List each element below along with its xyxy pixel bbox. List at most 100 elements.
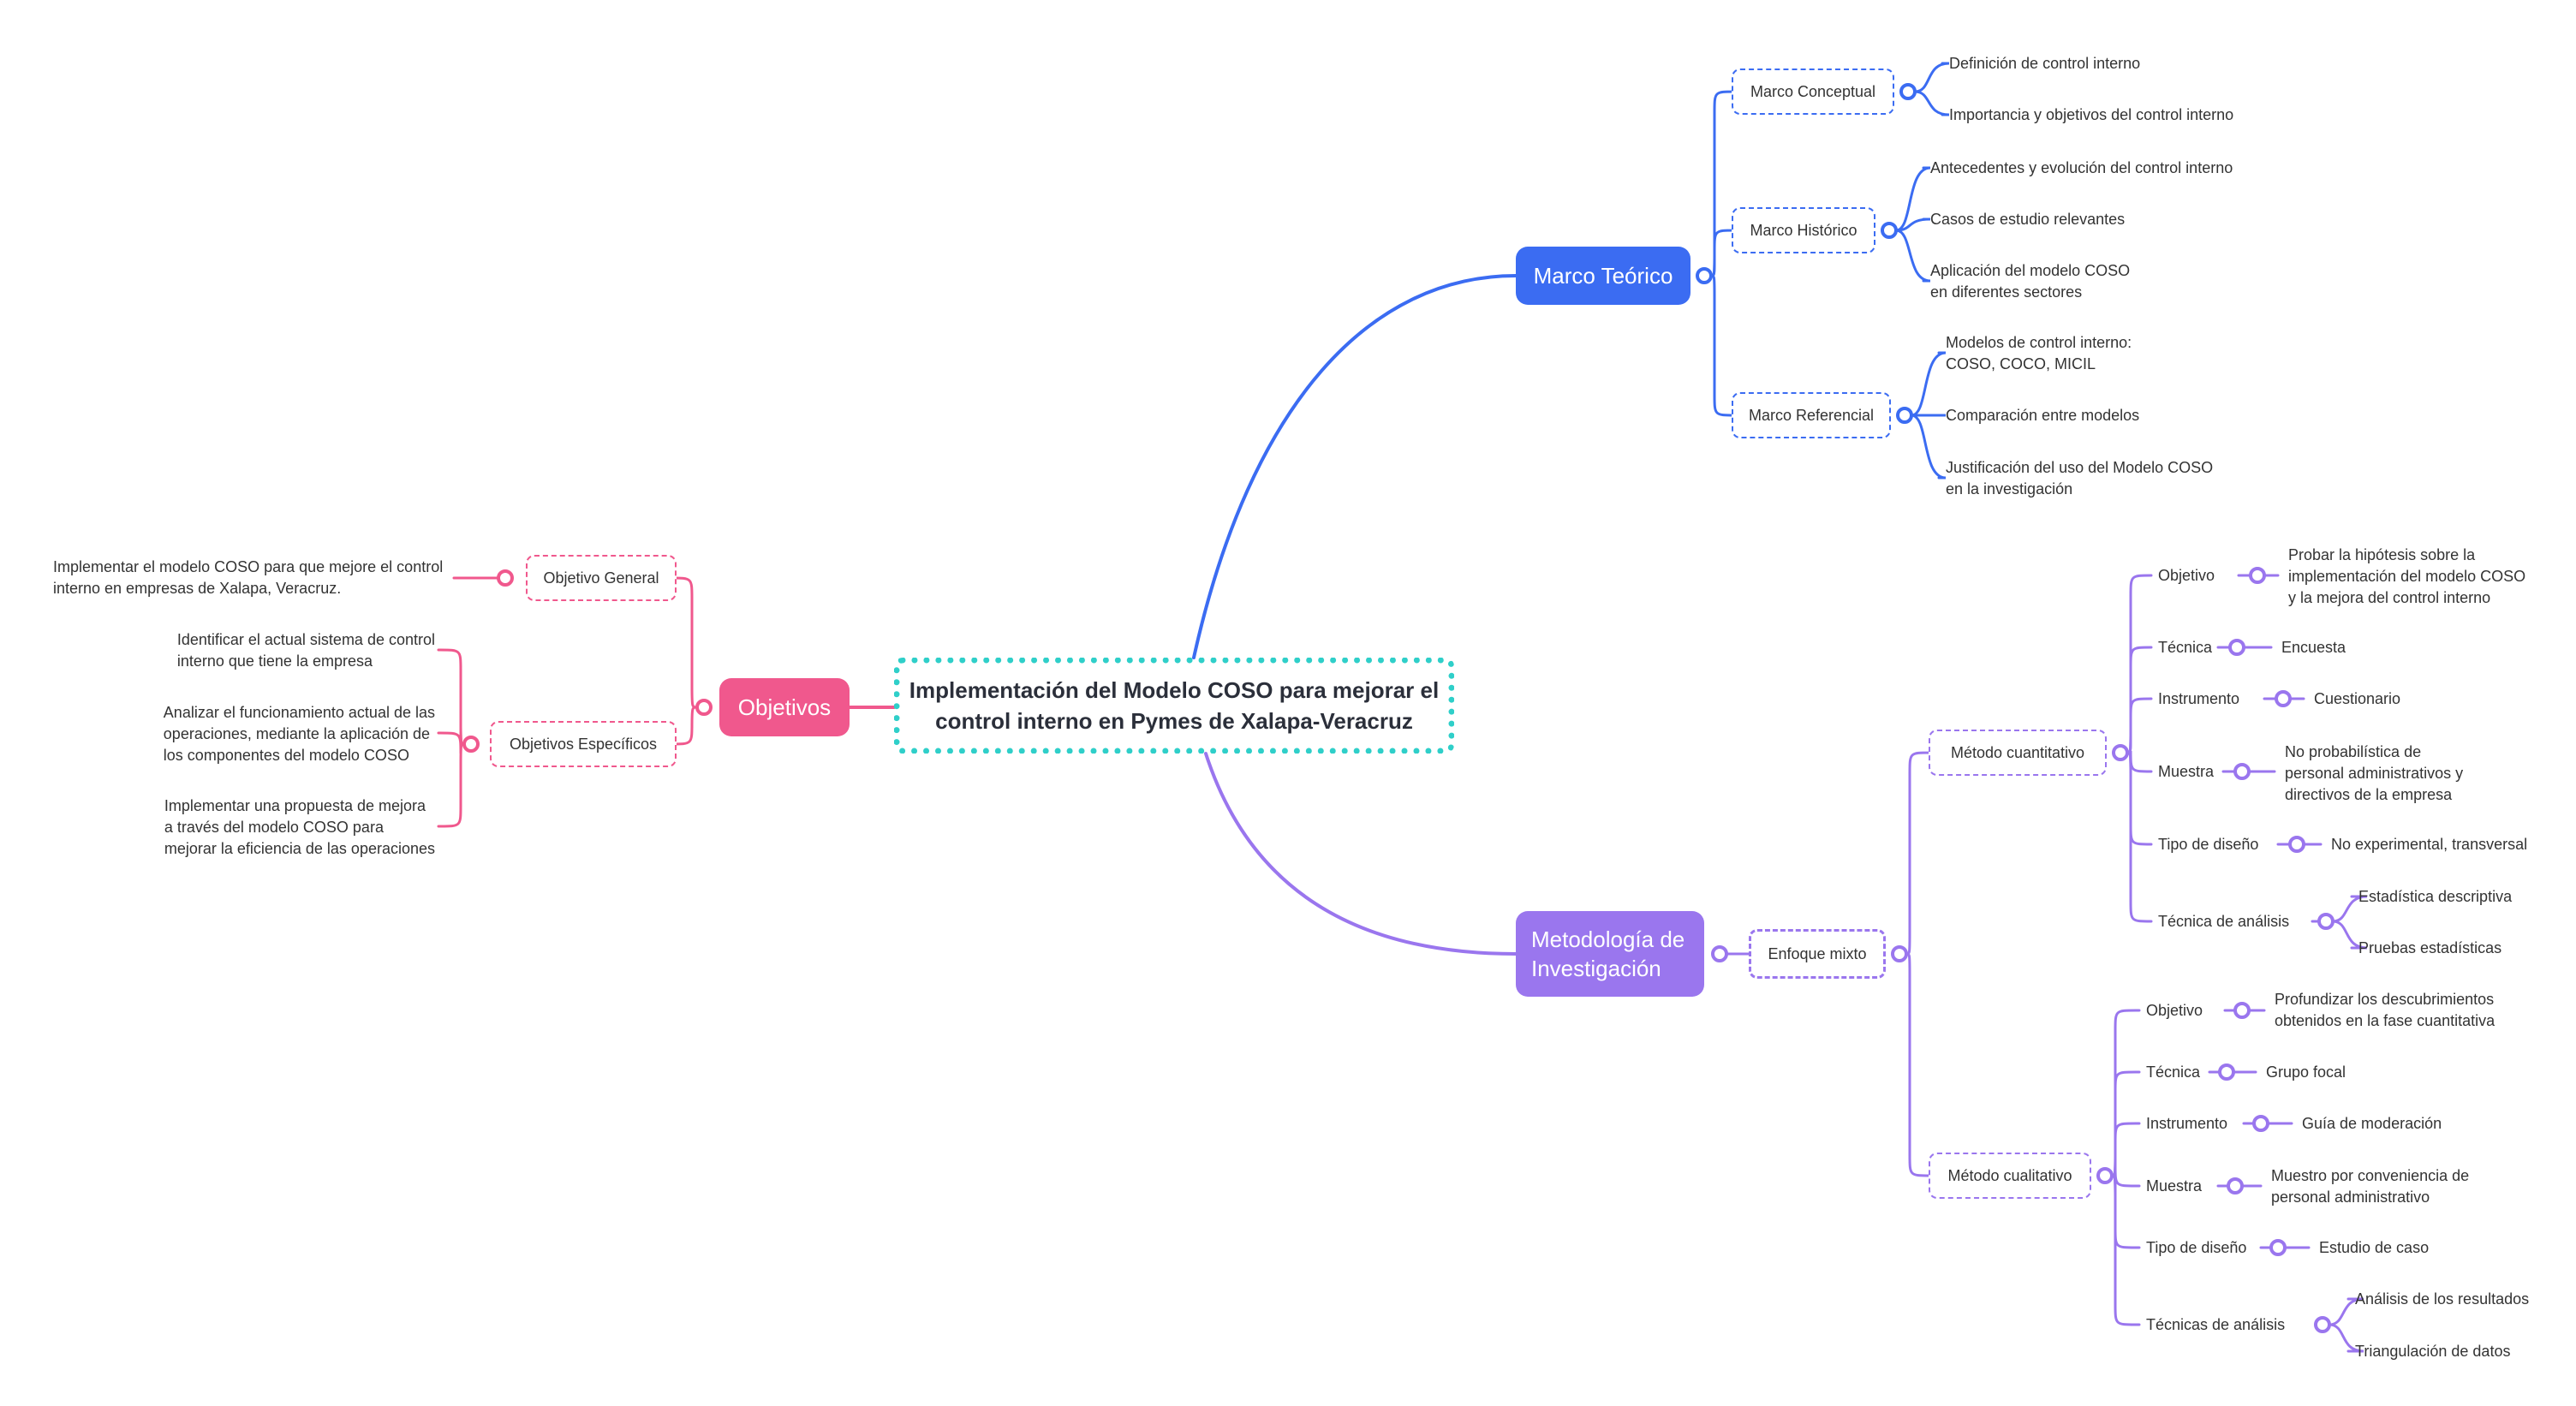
branch-label: Muestra [2158, 763, 2215, 780]
branch-label: Técnica [2146, 1063, 2201, 1081]
subtopic-enfoque-mixto[interactable]: Enfoque mixto [1749, 929, 1886, 979]
topic-marco-teorico[interactable]: Marco Teórico [1516, 247, 1690, 305]
topic-metodologia[interactable]: Metodología de Investigación [1516, 911, 1704, 997]
collapse-toggle-icon[interactable] [1711, 945, 1728, 962]
connector-line [1910, 351, 1947, 417]
connector-line [671, 576, 699, 709]
subtopic-metodo-cualitativo[interactable]: Método cualitativo [1929, 1153, 2091, 1199]
connector-line [1894, 166, 1931, 232]
subtopic-label: Método cualitativo [1947, 1166, 2072, 1184]
leaf-text: Grupo focal [2266, 1063, 2346, 1081]
subtopic-label: Marco Histórico [1750, 221, 1857, 239]
leaf-text: No probabilística de personal administra… [2285, 743, 2464, 803]
connector-line [1894, 217, 1931, 232]
subtopic-label: Enfoque mixto [1768, 944, 1867, 962]
collapse-toggle-icon[interactable] [2218, 1063, 2235, 1081]
collapse-toggle-icon[interactable] [2314, 1316, 2331, 1333]
topic-objetivos[interactable]: Objetivos [719, 678, 850, 736]
subtopic-label: Método cuantitativo [1950, 743, 2085, 761]
collapse-toggle-icon[interactable] [2233, 1002, 2251, 1019]
branch-label: Técnica [2158, 639, 2213, 656]
subtopic-label: Marco Referencial [1748, 406, 1875, 424]
collapse-toggle-icon[interactable] [2288, 836, 2305, 853]
subtopic-marco-historico[interactable]: Marco Histórico [1732, 207, 1875, 253]
connector-line [1913, 90, 1950, 116]
branch-label: Objetivo [2146, 1002, 2203, 1019]
leaf-text: Implementar el modelo COSO para que mejo… [53, 558, 444, 597]
leaf-text: Probar la hipótesis sobre la implementac… [2288, 546, 2526, 606]
collapse-toggle-icon[interactable] [1896, 407, 1913, 424]
collapse-toggle-icon[interactable] [2252, 1115, 2269, 1132]
leaf-text: Estadística descriptiva [2358, 888, 2513, 905]
collapse-toggle-icon[interactable] [695, 699, 713, 716]
connector-line [2126, 697, 2153, 754]
subtopic-objetivos-especificos[interactable]: Objetivos Específicos [490, 721, 677, 767]
branch-label: Instrumento [2146, 1115, 2228, 1132]
connector-line [1192, 274, 1518, 659]
leaf-text: Encuesta [2281, 639, 2346, 656]
collapse-toggle-icon[interactable] [2096, 1167, 2114, 1184]
collapse-toggle-icon[interactable] [1891, 945, 1908, 962]
collapse-toggle-icon[interactable] [2228, 639, 2245, 656]
connector-line [2110, 1174, 2141, 1326]
connector-line [1709, 274, 1736, 417]
leaf-text: Justificación del uso del Modelo COSO en… [1946, 459, 2214, 497]
leaf-text: Pruebas estadísticas [2358, 939, 2502, 956]
leaf-text: Comparación entre modelos [1946, 407, 2140, 424]
leaf-text: Analizar el funcionamiento actual de las… [163, 704, 435, 764]
collapse-toggle-icon[interactable] [2269, 1239, 2287, 1256]
subtopic-marco-conceptual[interactable]: Marco Conceptual [1732, 69, 1894, 115]
connector-line [2331, 895, 2368, 923]
central-topic[interactable]: Implementación del Modelo COSO para mejo… [894, 658, 1454, 754]
leaf-text: Antecedentes y evolución del control int… [1930, 159, 2233, 176]
connector-line [1894, 229, 1931, 283]
subtopic-marco-referencial[interactable]: Marco Referencial [1732, 392, 1891, 438]
collapse-toggle-icon[interactable] [497, 569, 514, 587]
connector-line [2328, 1297, 2364, 1326]
subtopic-metodo-cuantitativo[interactable]: Método cuantitativo [1929, 730, 2107, 776]
subtopic-objetivo-general[interactable]: Objetivo General [526, 555, 677, 601]
branch-label: Técnica de análisis [2158, 913, 2290, 930]
collapse-toggle-icon[interactable] [2112, 744, 2129, 761]
collapse-toggle-icon[interactable] [2249, 567, 2266, 584]
connector-line [1913, 62, 1950, 93]
collapse-toggle-icon[interactable] [462, 736, 480, 753]
topic-objetivos-label: Objetivos [737, 694, 832, 720]
leaf-text: Análisis de los resultados [2355, 1290, 2530, 1308]
leaf-text: Muestro por conveniencia de personal adm… [2271, 1167, 2470, 1206]
subtopic-label: Objetivos Específicos [509, 735, 658, 753]
branch-label: Instrumento [2158, 690, 2240, 707]
leaf-text: Triangulación de datos [2355, 1343, 2511, 1360]
connector-line [1910, 414, 1947, 480]
connector-line [1905, 952, 1931, 1177]
collapse-toggle-icon[interactable] [1881, 222, 1898, 239]
branch-label: Tipo de diseño [2158, 836, 2259, 853]
leaf-text: Estudio de caso [2319, 1239, 2430, 1256]
leaf-text: Aplicación del modelo COSO en diferentes… [1930, 262, 2131, 301]
branch-label: Muestra [2146, 1177, 2203, 1195]
connector-line [2328, 1323, 2364, 1353]
collapse-toggle-icon[interactable] [2317, 913, 2334, 930]
branch-label: Técnicas de análisis [2146, 1316, 2286, 1333]
leaf-text: Definición de control interno [1949, 55, 2141, 72]
connector-line [1905, 751, 1931, 956]
connector-line [2126, 751, 2153, 923]
collapse-toggle-icon[interactable] [2227, 1177, 2244, 1195]
branch-label: Tipo de diseño [2146, 1239, 2247, 1256]
topic-metodologia-label: Metodología de Investigación [1531, 926, 1685, 981]
collapse-toggle-icon[interactable] [2275, 690, 2292, 707]
subtopic-label: Objetivo General [543, 569, 659, 587]
connector-line [1204, 752, 1518, 956]
leaf-text: Cuestionario [2314, 690, 2401, 707]
leaf-text: Casos de estudio relevantes [1930, 211, 2126, 228]
topic-marco-teorico-label: Marco Teórico [1533, 263, 1673, 289]
leaf-text: No experimental, transversal [2331, 836, 2528, 853]
leaf-text: Importancia y objetivos del control inte… [1949, 106, 2234, 123]
connector-line [671, 706, 699, 746]
collapse-toggle-icon[interactable] [2233, 763, 2251, 780]
collapse-toggle-icon[interactable] [1899, 83, 1917, 100]
central-topic-title: Implementación del Modelo COSO para mejo… [909, 677, 1440, 734]
leaf-text: Identificar el actual sistema de control… [176, 631, 435, 670]
collapse-toggle-icon[interactable] [1696, 267, 1713, 284]
